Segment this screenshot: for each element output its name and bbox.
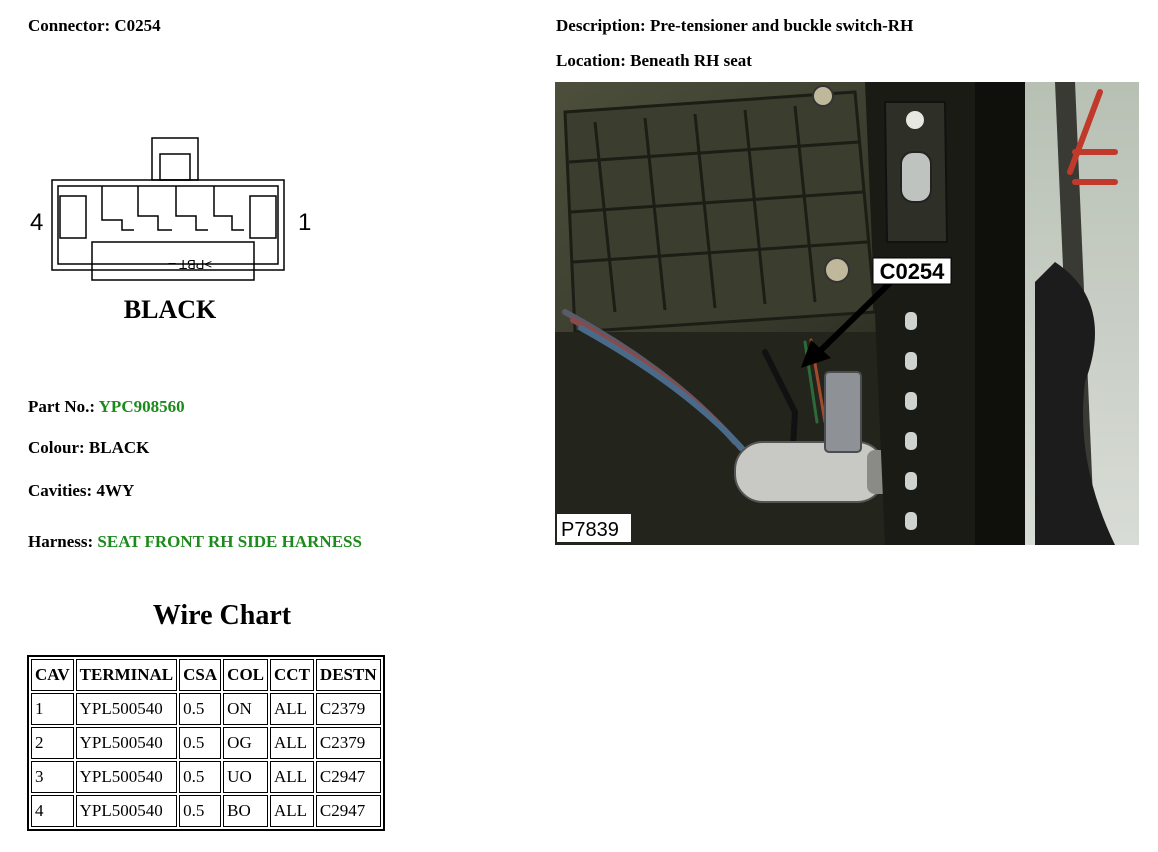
cell-cav: 4	[31, 795, 74, 827]
location: Location: Beneath RH seat	[556, 51, 752, 70]
cell-cav: 3	[31, 761, 74, 793]
part-number: Part No.: YPC908560	[28, 397, 185, 416]
table-row: 4 YPL500540 0.5 BO ALL C2947	[31, 795, 381, 827]
cell-terminal: YPL500540	[75, 727, 178, 759]
cell-col: UO	[223, 761, 269, 793]
cell-cct: ALL	[270, 795, 314, 827]
pin-number-left: 4	[30, 209, 43, 236]
cell-terminal: YPL500540	[75, 693, 178, 725]
table-header-row: CAV TERMINAL CSA COL CCT DESTN	[31, 659, 381, 691]
connector-title: Connector: C0254	[28, 16, 161, 35]
header-cav: CAV	[31, 659, 74, 691]
inner-marking: >PBT –	[168, 257, 212, 272]
cell-destn: C2947	[315, 761, 381, 793]
table-row: 2 YPL500540 0.5 OG ALL C2379	[31, 727, 381, 759]
cell-csa: 0.5	[179, 693, 222, 725]
table-row: 3 YPL500540 0.5 UO ALL C2947	[31, 761, 381, 793]
cell-col: OG	[223, 727, 269, 759]
cell-cav: 2	[31, 727, 74, 759]
photo-callout: C0254	[880, 259, 946, 284]
header-csa: CSA	[179, 659, 222, 691]
cell-csa: 0.5	[179, 727, 222, 759]
location-photo: C0254 P7839	[555, 82, 1139, 545]
cell-terminal: YPL500540	[75, 761, 178, 793]
cell-cct: ALL	[270, 761, 314, 793]
cell-cct: ALL	[270, 693, 314, 725]
cell-destn: C2379	[315, 727, 381, 759]
diagram-colour-label: BLACK	[124, 295, 217, 324]
table-row: 1 YPL500540 0.5 ON ALL C2379	[31, 693, 381, 725]
connector-face-diagram: >PBT – 4 1 BLACK	[30, 137, 311, 324]
cell-destn: C2379	[315, 693, 381, 725]
header-cct: CCT	[270, 659, 314, 691]
cell-csa: 0.5	[179, 761, 222, 793]
header-destn: DESTN	[315, 659, 381, 691]
harness: Harness: SEAT FRONT RH SIDE HARNESS	[28, 532, 362, 551]
cell-col: BO	[223, 795, 269, 827]
cell-csa: 0.5	[179, 795, 222, 827]
cell-col: ON	[223, 693, 269, 725]
photo-ref: P7839	[561, 519, 619, 541]
description: Description: Pre-tensioner and buckle sw…	[556, 16, 914, 35]
cell-destn: C2947	[315, 795, 381, 827]
cell-terminal: YPL500540	[75, 795, 178, 827]
header-col: COL	[223, 659, 269, 691]
wire-chart-title: Wire Chart	[152, 600, 292, 631]
pin-number-right: 1	[298, 209, 311, 236]
wire-chart-table: CAV TERMINAL CSA COL CCT DESTN 1 YPL5005…	[27, 655, 385, 831]
colour: Colour: BLACK	[28, 438, 150, 457]
header-terminal: TERMINAL	[75, 659, 178, 691]
cell-cav: 1	[31, 693, 74, 725]
cell-cct: ALL	[270, 727, 314, 759]
cavities: Cavities: 4WY	[28, 481, 135, 500]
